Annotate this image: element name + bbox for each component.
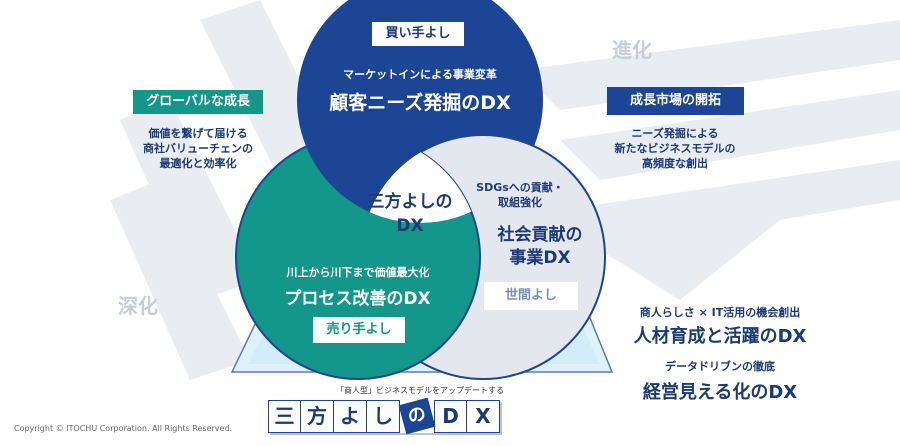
- seller-title: プロセス改善のDX: [284, 289, 431, 309]
- logo-char: D: [434, 400, 467, 433]
- copyright: Copyright © ITOCHU Corporation. All Righ…: [14, 424, 233, 433]
- desc-line: 最適化と効率化: [159, 157, 237, 170]
- logo-char-highlight: の: [398, 397, 436, 435]
- buyer-subtitle: マーケットインによる事業変革: [343, 68, 497, 81]
- evolve-label: 進化: [612, 38, 652, 62]
- buyer-badge: 買い手よし: [372, 22, 464, 46]
- center-line: 三方よしの: [367, 192, 453, 212]
- data-driven-subtitle: データドリブンの徹底: [665, 360, 775, 373]
- desc-line: 価値を繋げて届ける: [148, 127, 248, 140]
- logo-char: 方: [301, 400, 334, 433]
- seller-badge: 売り手よし: [313, 317, 405, 343]
- desc-line: 商社バリューチェンの: [143, 142, 253, 155]
- desc-line: 新たなビジネスモデルの: [614, 142, 736, 155]
- center-title: 三方よしの DX: [360, 190, 460, 238]
- sub-line: 取組強化: [498, 196, 542, 209]
- right-description: ニーズ発掘による 新たなビジネスモデルの 高頻度な創出: [600, 126, 750, 171]
- left-description: 価値を繋げて届ける 商社バリューチェンの 最適化と効率化: [118, 126, 278, 171]
- desc-line: ニーズ発掘による: [631, 127, 719, 140]
- seller-subtitle: 川上から川下まで価値最大化: [286, 266, 430, 279]
- deepen-label: 深化: [118, 294, 158, 318]
- desc-line: 高頻度な創出: [642, 157, 708, 170]
- title-line: 事業DX: [509, 248, 571, 268]
- sub-line: SDGsへの貢献・: [476, 181, 564, 194]
- society-title: 社会貢献の 事業DX: [485, 224, 595, 270]
- center-intersection: [361, 135, 480, 223]
- global-growth-tag: グローバルな成長: [133, 90, 263, 114]
- talent-subtitle: 商人らしさ × IT活用の機会創出: [639, 306, 801, 319]
- logo-char: X: [467, 400, 500, 433]
- title-line: 社会貢献の: [497, 225, 583, 245]
- management-title: 経営見える化のDX: [642, 382, 798, 403]
- talent-title: 人材育成と活躍のDX: [633, 326, 807, 347]
- sanpo-yoshi-logo: 三 方 よ し の D X: [268, 397, 500, 435]
- logo-char: 三: [268, 400, 301, 433]
- logo-char: し: [367, 400, 400, 433]
- logo-char: よ: [334, 400, 367, 433]
- center-line: DX: [396, 216, 424, 236]
- society-badge: 世間よし: [484, 282, 578, 310]
- logo-caption: 「商人型」ビジネスモデルをアップデートする: [336, 386, 504, 395]
- buyer-title: 顧客ニーズ発掘のDX: [329, 92, 511, 114]
- society-subtitle: SDGsへの貢献・ 取組強化: [470, 180, 570, 210]
- growth-market-tag: 成長市場の開拓: [607, 87, 744, 115]
